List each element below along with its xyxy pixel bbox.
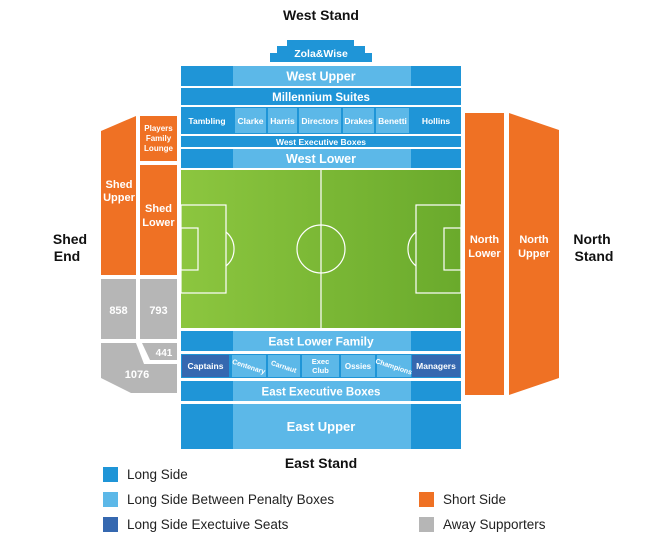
- box-drakes[interactable]: [343, 108, 374, 133]
- west-upper-center[interactable]: [233, 66, 411, 86]
- north-upper-label-line2: Upper: [518, 248, 551, 260]
- legend-item-between-penalty: Long Side Between Penalty Boxes: [103, 492, 334, 507]
- legend-item-away: Away Supporters: [419, 517, 546, 532]
- box-champions[interactable]: [377, 355, 411, 377]
- box-exec-club[interactable]: [302, 355, 339, 377]
- shed-end-title-line2: End: [54, 248, 80, 264]
- shed-lower-section[interactable]: [140, 165, 177, 275]
- legend-swatch-short-side: [419, 492, 434, 507]
- away-block-441-label: 441: [156, 348, 173, 359]
- legend-swatch-between-penalty: [103, 492, 118, 507]
- box-captains[interactable]: [182, 355, 229, 377]
- away-block-1076[interactable]: [101, 343, 177, 393]
- box-carnaut[interactable]: [268, 355, 300, 377]
- away-block-441[interactable]: [142, 343, 177, 360]
- box-clarke[interactable]: [235, 108, 266, 133]
- box-harris[interactable]: [268, 108, 297, 133]
- east-lower-family-center[interactable]: [233, 331, 411, 351]
- west-executive-boxes[interactable]: [181, 136, 461, 147]
- players-lounge-label-line1: Players: [144, 124, 173, 133]
- legend-item-exec-seats: Long Side Exectuive Seats: [103, 517, 288, 532]
- east-stand-title: East Stand: [285, 455, 357, 471]
- box-exec-club-label-line2: Club: [312, 366, 329, 375]
- west-lower-label: West Lower: [286, 152, 356, 166]
- shed-upper-label-line2: Upper: [103, 192, 136, 204]
- box-captains-label: Captains: [188, 361, 224, 371]
- box-benetti-label: Benetti: [378, 116, 407, 126]
- players-lounge-label-line2: Family: [146, 134, 172, 143]
- millennium-suites-section[interactable]: [181, 88, 461, 105]
- box-ossies-label: Ossies: [345, 362, 372, 371]
- legend-label-short-side: Short Side: [443, 492, 507, 507]
- north-lower-label-line2: Lower: [468, 248, 501, 260]
- right-penalty-arc: [407, 231, 417, 267]
- zola-wise-label: Zola&Wise: [294, 48, 348, 60]
- pitch: [180, 170, 462, 328]
- box-hollins-label: Hollins: [422, 116, 451, 126]
- shed-end-title-line1: Shed: [53, 231, 87, 247]
- legend-item-short-side: Short Side: [419, 492, 506, 507]
- legend-label-exec-seats: Long Side Exectuive Seats: [127, 517, 289, 532]
- shed-lower-label-line1: Shed: [145, 203, 172, 215]
- players-family-lounge[interactable]: [140, 116, 177, 161]
- away-block-793-label: 793: [149, 305, 167, 317]
- box-harris-label: Harris: [270, 116, 295, 126]
- box-managers[interactable]: [412, 355, 460, 377]
- box-tambling[interactable]: [182, 108, 232, 133]
- shed-upper-label-line1: Shed: [106, 179, 133, 191]
- east-executive-boxes-label: East Executive Boxes: [262, 387, 381, 399]
- zola-wise-section[interactable]: [270, 40, 372, 62]
- players-lounge-label-line3: Lounge: [144, 144, 173, 153]
- north-upper-label-line1: North: [519, 234, 549, 246]
- legend-swatch-away: [419, 517, 434, 532]
- legend-label-between-penalty: Long Side Between Penalty Boxes: [127, 492, 335, 507]
- legend-swatch-long-side: [103, 467, 118, 482]
- box-clarke-label: Clarke: [238, 116, 264, 126]
- east-executive-boxes-center[interactable]: [233, 381, 411, 401]
- west-upper-label: West Upper: [286, 70, 355, 84]
- box-centenary[interactable]: [232, 355, 266, 377]
- north-stand-title-line1: North: [573, 231, 610, 247]
- pitch-markings: [180, 170, 462, 328]
- west-stand-title: West Stand: [283, 7, 359, 23]
- north-upper-section[interactable]: [509, 113, 559, 395]
- west-lower-center[interactable]: [233, 149, 411, 168]
- left-penalty-arc: [225, 231, 235, 267]
- legend-label-away: Away Supporters: [443, 517, 546, 532]
- north-lower-section[interactable]: [465, 113, 504, 395]
- box-benetti[interactable]: [376, 108, 409, 133]
- east-lower-family-label: East Lower Family: [268, 335, 374, 349]
- west-executive-boxes-label: West Executive Boxes: [276, 137, 366, 147]
- box-ossies[interactable]: [341, 355, 375, 377]
- away-block-858-label: 858: [109, 305, 127, 317]
- shed-upper-section[interactable]: [101, 116, 136, 275]
- away-block-1076-label: 1076: [125, 369, 149, 381]
- north-stand-title-line2: Stand: [575, 248, 614, 264]
- north-lower-label-line1: North: [470, 234, 500, 246]
- box-directors-label: Directors: [301, 116, 339, 126]
- away-block-793[interactable]: [140, 279, 177, 339]
- box-exec-club-label-line1: Exec: [312, 357, 330, 366]
- box-hollins[interactable]: [412, 108, 460, 133]
- east-upper-label: East Upper: [287, 419, 356, 434]
- legend-swatch-exec-seats: [103, 517, 118, 532]
- shed-lower-label-line2: Lower: [142, 217, 175, 229]
- center-circle: [296, 224, 346, 274]
- legend-label-long-side: Long Side: [127, 467, 188, 482]
- right-goal-box: [443, 227, 462, 271]
- box-directors[interactable]: [299, 108, 341, 133]
- left-goal-box: [180, 227, 199, 271]
- box-tambling-label: Tambling: [188, 116, 225, 126]
- east-upper-center[interactable]: [233, 404, 411, 449]
- box-drakes-label: Drakes: [344, 116, 373, 126]
- box-managers-label: Managers: [416, 361, 456, 371]
- millennium-suites-label: Millennium Suites: [272, 92, 370, 104]
- legend-item-long-side: Long Side: [103, 467, 188, 482]
- away-block-858[interactable]: [101, 279, 136, 339]
